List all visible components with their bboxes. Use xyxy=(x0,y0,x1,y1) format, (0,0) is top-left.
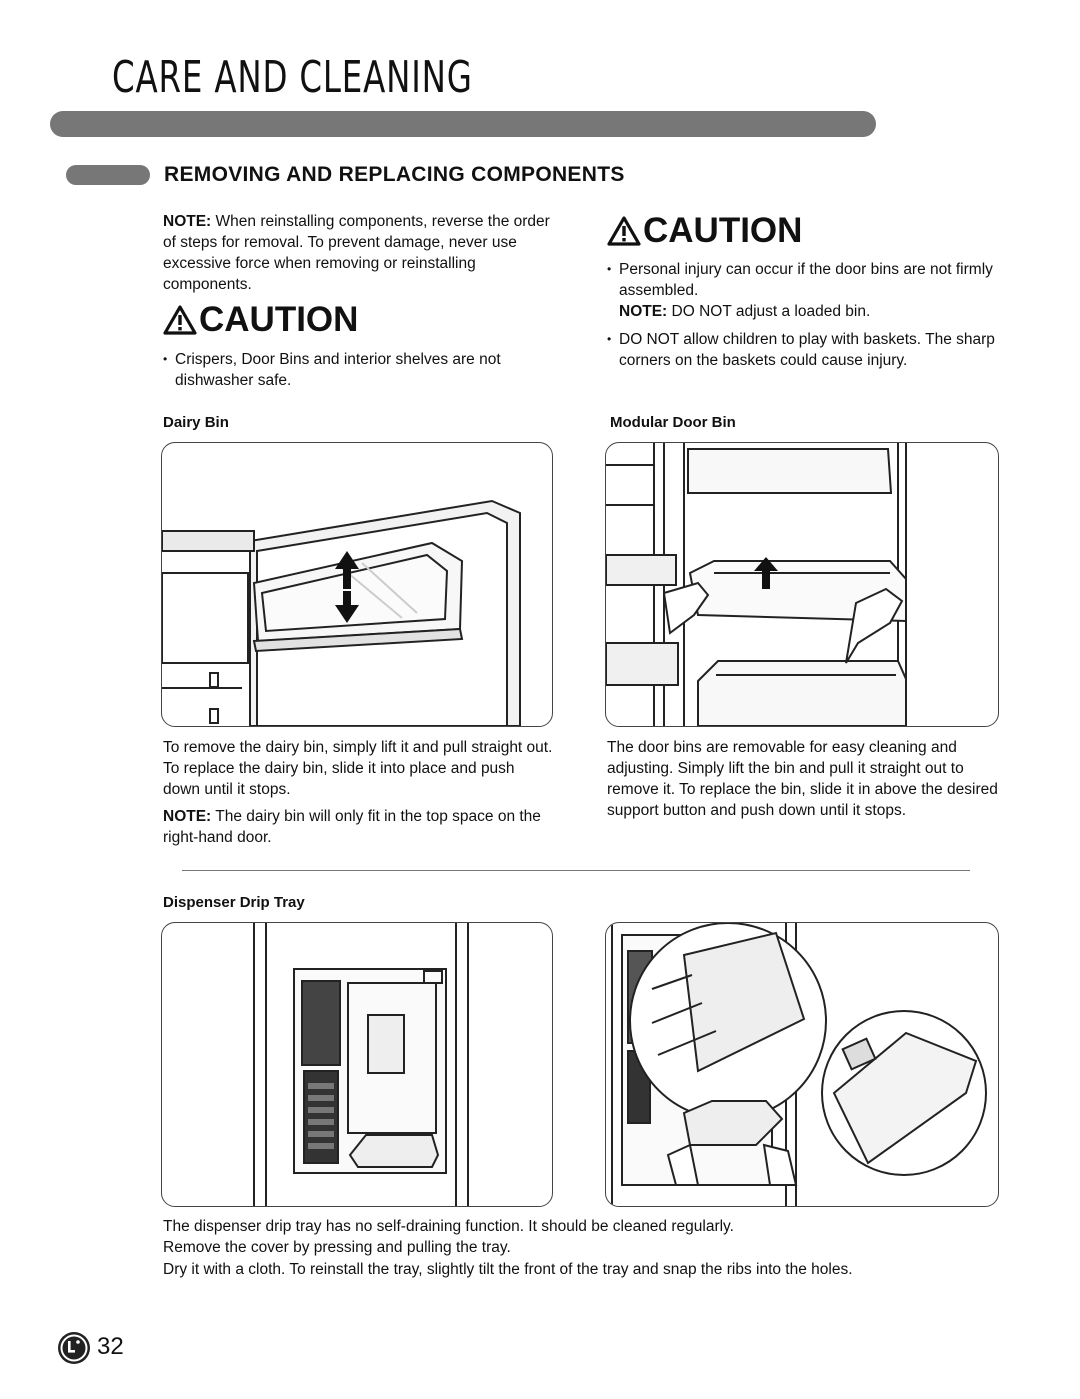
drip-tray-line-1: The dispenser drip tray has no self-drai… xyxy=(163,1218,734,1235)
dairy-bin-illustration xyxy=(161,442,553,727)
caution-label: CAUTION xyxy=(199,300,359,339)
right-caution-bullet-1: • Personal injury can occur if the door … xyxy=(607,259,1007,322)
bullet-dot: • xyxy=(607,262,612,276)
dairy-bin-description: To remove the dairy bin, simply lift it … xyxy=(163,739,553,798)
lg-logo-icon xyxy=(58,1332,90,1364)
modular-door-bin-description: The door bins are removable for easy cle… xyxy=(607,739,998,819)
drip-tray-removal-illustration xyxy=(605,922,999,1207)
bullet-dot: • xyxy=(163,352,168,366)
lg-logo xyxy=(57,1331,91,1365)
page-title: CARE AND CLEANING xyxy=(112,52,473,103)
modular-door-bin-illustration xyxy=(605,442,999,727)
left-caution-bullet: • Crispers, Door Bins and interior shelv… xyxy=(163,349,543,391)
dairy-bin-drawing xyxy=(162,499,521,726)
right-caution-heading: CAUTION xyxy=(607,211,802,251)
note-label: NOTE: xyxy=(163,213,212,230)
drip-tray-line-3: Dry it with a cloth. To reinstall the tr… xyxy=(163,1261,853,1278)
title-bar-decoration xyxy=(50,111,876,137)
bullet-dot: • xyxy=(607,332,612,346)
right-caution-bullet-2: • DO NOT allow children to play with bas… xyxy=(607,329,1007,371)
section-title: REMOVING AND REPLACING COMPONENTS xyxy=(164,163,625,186)
modular-door-bin-heading: Modular Door Bin xyxy=(610,414,736,431)
left-caution-heading: CAUTION xyxy=(163,300,358,340)
bullet-2-text: DO NOT allow children to play with baske… xyxy=(619,331,995,369)
caution-label: CAUTION xyxy=(643,211,803,250)
warning-triangle-icon xyxy=(607,216,641,246)
drip-tray-heading: Dispenser Drip Tray xyxy=(163,894,305,911)
note-text: When reinstalling components, reverse th… xyxy=(163,213,550,293)
modular-door-bin-drawing xyxy=(606,443,907,726)
bullet-1-note-label: NOTE: xyxy=(619,303,668,320)
page-number: 32 xyxy=(97,1333,124,1360)
dairy-note-label: NOTE: xyxy=(163,808,212,825)
dairy-note-text: The dairy bin will only fit in the top s… xyxy=(163,808,541,846)
dispenser-drawing xyxy=(253,923,469,1206)
section-pill-decoration xyxy=(66,165,150,185)
drip-tray-line-2: Remove the cover by pressing and pulling… xyxy=(163,1239,511,1256)
reinstall-note: NOTE: When reinstalling components, reve… xyxy=(163,211,563,295)
warning-triangle-icon xyxy=(163,305,197,335)
drip-tray-drawing xyxy=(611,923,987,1206)
dairy-bin-heading: Dairy Bin xyxy=(163,414,229,431)
bullet-1-note-text: DO NOT adjust a loaded bin. xyxy=(667,303,871,320)
dispenser-illustration xyxy=(161,922,553,1207)
dairy-bin-note: NOTE: The dairy bin will only fit in the… xyxy=(163,806,553,848)
bullet-1-text: Personal injury can occur if the door bi… xyxy=(619,261,993,299)
caution-bullet-text: Crispers, Door Bins and interior shelves… xyxy=(175,351,501,389)
bullet-1-body: Personal injury can occur if the door bi… xyxy=(619,259,1007,322)
section-divider xyxy=(182,870,970,871)
